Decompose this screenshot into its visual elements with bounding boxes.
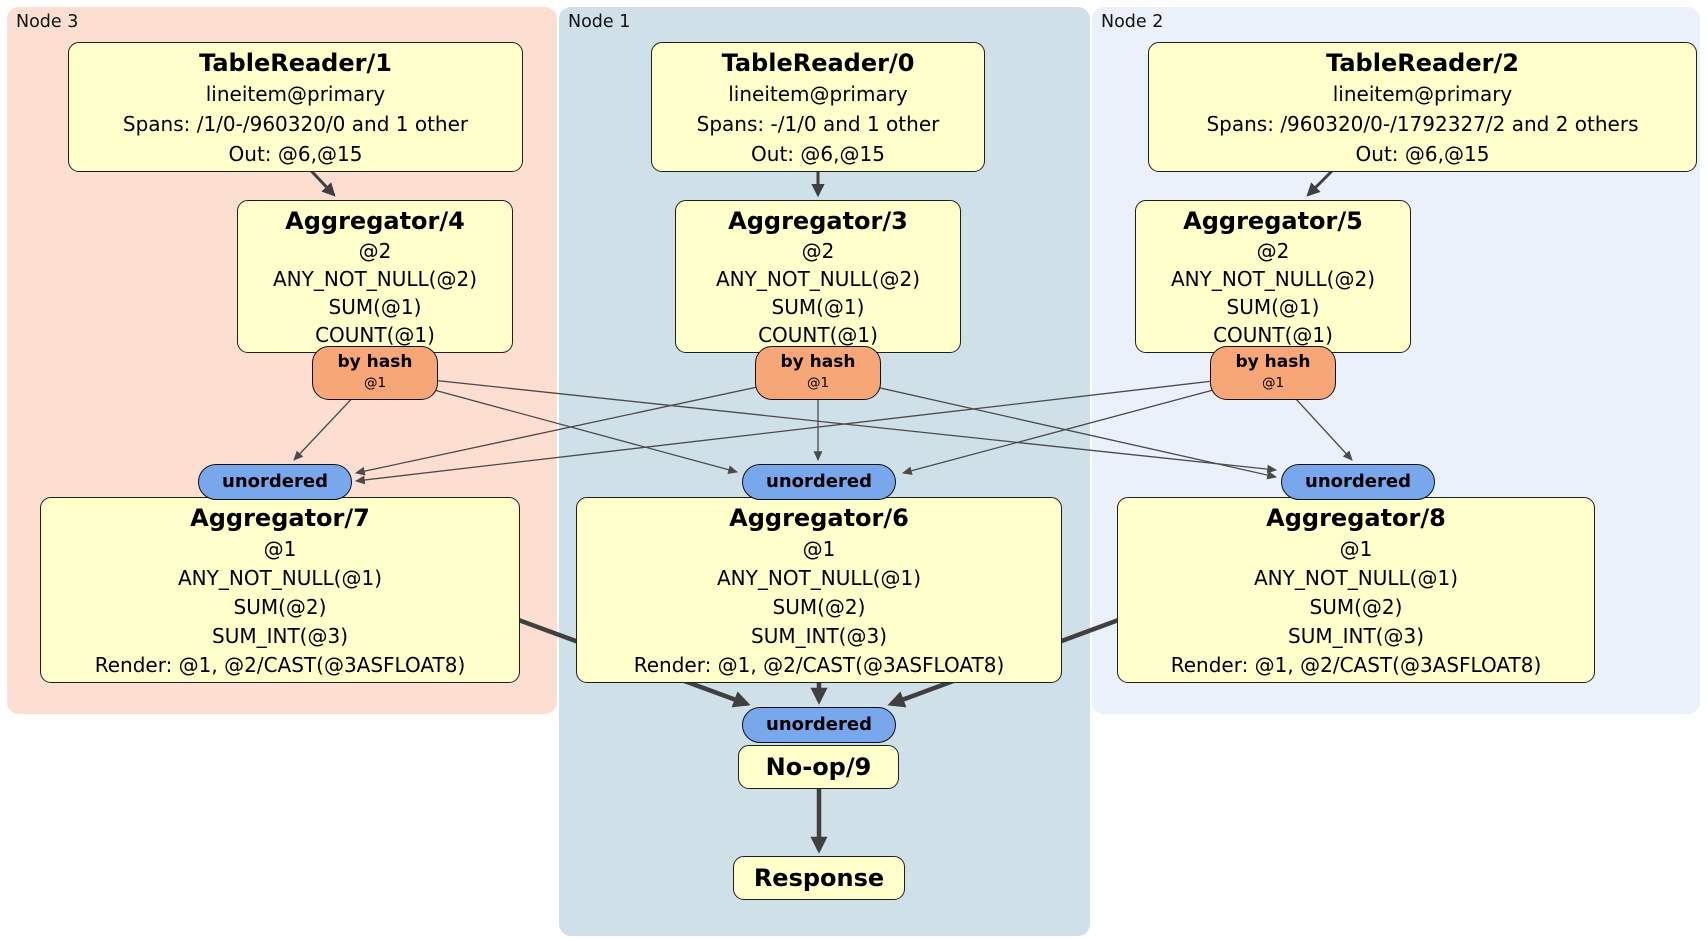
operator-response: Response [733, 856, 905, 900]
operator-detail-line: COUNT(@1) [758, 323, 878, 347]
operator-noop-9: No-op/9 [738, 745, 899, 789]
router-detail: @1 [363, 375, 387, 391]
operator-title: TableReader/0 [721, 49, 915, 77]
operator-detail-line: Render: @1, @2/CAST(@3ASFLOAT8) [633, 653, 1005, 677]
operator-title: Response [753, 864, 885, 892]
operator-detail-line: ANY_NOT_NULL(@2) [273, 267, 477, 291]
operator-detail-line: SUM_INT(@3) [212, 624, 348, 648]
router-label: by hash [780, 352, 856, 372]
operator-detail-line: SUM(@1) [771, 295, 865, 319]
operator-detail-line: @2 [358, 239, 392, 263]
operator-title: Aggregator/8 [1266, 504, 1446, 532]
operator-detail-line: COUNT(@1) [315, 323, 435, 347]
operator-detail-line: Render: @1, @2/CAST(@3ASFLOAT8) [1170, 653, 1542, 677]
operator-detail-line: lineitem@primary [1332, 82, 1513, 106]
operator-aggregator-3: Aggregator/3 @2 ANY_NOT_NULL(@2) SUM(@1)… [675, 200, 961, 353]
router-by-hash-node1: by hash @1 [755, 346, 881, 400]
sync-label: unordered [1305, 471, 1411, 492]
operator-detail-line: Spans: /1/0-/960320/0 and 1 other [122, 112, 469, 136]
operator-detail-line: SUM(@1) [328, 295, 422, 319]
operator-detail-line: @2 [801, 239, 835, 263]
operator-detail-line: @1 [263, 537, 297, 561]
edge-hash-node1-to-sync-right [817, 373, 1278, 480]
sync-label: unordered [766, 714, 872, 735]
sync-unordered-node1: unordered [742, 464, 896, 500]
operator-detail-line: ANY_NOT_NULL(@1) [717, 566, 921, 590]
operator-aggregator-4: Aggregator/4 @2 ANY_NOT_NULL(@2) SUM(@1)… [237, 200, 513, 353]
operator-title: TableReader/1 [199, 49, 392, 77]
router-label: by hash [337, 352, 413, 372]
operator-aggregator-8: Aggregator/8 @1 ANY_NOT_NULL(@1) SUM(@2)… [1117, 497, 1595, 683]
operator-detail-line: SUM_INT(@3) [1288, 624, 1424, 648]
operator-detail-line: ANY_NOT_NULL(@2) [1171, 267, 1375, 291]
sync-unordered-node3: unordered [198, 464, 352, 500]
operator-detail-line: ANY_NOT_NULL(@1) [1254, 566, 1458, 590]
router-detail: @1 [806, 375, 830, 391]
operator-aggregator-5: Aggregator/5 @2 ANY_NOT_NULL(@2) SUM(@1)… [1135, 200, 1411, 353]
router-detail: @1 [1261, 375, 1285, 391]
operator-detail-line: SUM(@2) [772, 595, 866, 619]
operator-title: Aggregator/4 [285, 207, 465, 235]
operator-detail-line: lineitem@primary [728, 82, 908, 106]
operator-detail-line: Spans: /960320/0-/1792327/2 and 2 others [1206, 112, 1639, 136]
operator-detail-line: SUM_INT(@3) [751, 624, 887, 648]
operator-detail-line: Out: @6,@15 [228, 142, 363, 166]
edge-hash-node1-to-sync-left [354, 373, 819, 476]
operator-detail-line: ANY_NOT_NULL(@1) [178, 566, 382, 590]
edge-hash-node2-to-sync-left [354, 373, 1274, 485]
operator-detail-line: Render: @1, @2/CAST(@3ASFLOAT8) [94, 653, 466, 677]
operator-detail-line: Out: @6,@15 [1355, 142, 1490, 166]
node-group-1-label: Node 1 [568, 12, 631, 32]
operator-tablereader-2: TableReader/2 lineitem@primary Spans: /9… [1148, 42, 1697, 172]
operator-title: Aggregator/5 [1183, 207, 1363, 235]
node-group-3-label: Node 3 [16, 12, 79, 32]
router-by-hash-node2: by hash @1 [1210, 346, 1336, 400]
operator-title: TableReader/2 [1326, 49, 1519, 77]
operator-detail-line: SUM(@2) [233, 595, 327, 619]
router-label: by hash [1235, 352, 1311, 372]
operator-detail-line: SUM(@2) [1309, 595, 1403, 619]
edge-hash-node3-to-sync-right [374, 373, 1278, 474]
operator-detail-line: @1 [802, 537, 836, 561]
operator-tablereader-0: TableReader/0 lineitem@primary Spans: -/… [651, 42, 985, 172]
sync-label: unordered [222, 471, 328, 492]
operator-detail-line: lineitem@primary [205, 82, 386, 106]
operator-aggregator-6: Aggregator/6 @1 ANY_NOT_NULL(@1) SUM(@2)… [576, 497, 1062, 683]
sync-label: unordered [766, 471, 872, 492]
operator-title: Aggregator/3 [728, 207, 908, 235]
operator-detail-line: Out: @6,@15 [751, 142, 885, 166]
operator-aggregator-7: Aggregator/7 @1 ANY_NOT_NULL(@1) SUM(@2)… [40, 497, 520, 683]
sync-unordered-final: unordered [742, 707, 896, 743]
operator-detail-line: SUM(@1) [1226, 295, 1320, 319]
sync-unordered-node2: unordered [1281, 464, 1435, 500]
operator-detail-line: @2 [1256, 239, 1290, 263]
operator-detail-line: Spans: -/1/0 and 1 other [696, 112, 940, 136]
operator-detail-line: ANY_NOT_NULL(@2) [716, 267, 920, 291]
operator-title: Aggregator/7 [190, 504, 370, 532]
node-group-2-label: Node 2 [1101, 12, 1164, 32]
operator-tablereader-1: TableReader/1 lineitem@primary Spans: /1… [68, 42, 523, 172]
operator-detail-line: @1 [1339, 537, 1373, 561]
operator-detail-line: COUNT(@1) [1213, 323, 1333, 347]
router-by-hash-node3: by hash @1 [312, 346, 438, 400]
operator-title: No-op/9 [765, 753, 872, 781]
operator-title: Aggregator/6 [729, 504, 909, 532]
